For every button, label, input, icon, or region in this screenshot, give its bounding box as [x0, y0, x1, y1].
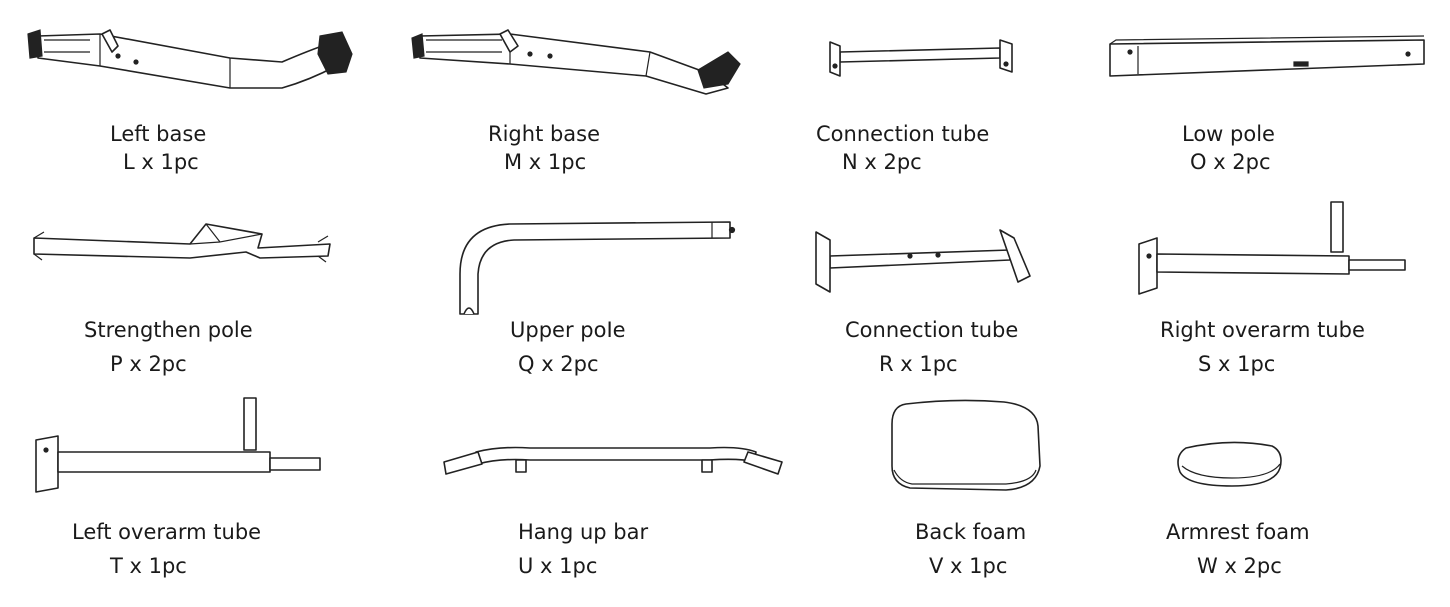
strengthen-pole-icon [30, 214, 340, 274]
part-quantity: S x 1pc [1198, 352, 1276, 376]
connection-tube-wide-icon [810, 226, 1040, 296]
part-name: Armrest foam [1166, 520, 1310, 544]
part-name: Hang up bar [518, 520, 649, 544]
part-left-overarm-tube: Left overarm tube T x 1pc [0, 390, 360, 600]
part-quantity: R x 1pc [879, 352, 958, 376]
part-name: Upper poIe [510, 318, 626, 342]
connection-tube-icon [820, 28, 1030, 88]
part-quantity: L x 1pc [123, 150, 199, 174]
part-name: Back foam [915, 520, 1027, 544]
part-left-base: Left base L x 1pc [0, 0, 360, 190]
part-quantity: W x 2pc [1197, 554, 1282, 578]
part-name: Connection tube [816, 122, 990, 146]
part-armrest-foam: Armrest foam W x 2pc [1140, 390, 1440, 600]
right-overarm-tube-icon [1135, 200, 1415, 300]
part-name: Low pole [1182, 122, 1275, 146]
part-quantity: P x 2pc [110, 352, 187, 376]
part-right-base: Right base M x 1pc [380, 0, 740, 190]
low-pole-icon [1108, 36, 1428, 86]
part-right-overarm-tube: Right overarm tube S x 1pc [1120, 200, 1440, 380]
part-quantity: M x 1pc [504, 150, 587, 174]
part-quantity: O x 2pc [1190, 150, 1271, 174]
right-base-icon [410, 22, 750, 102]
hang-up-bar-icon [440, 440, 790, 490]
left-base-icon [20, 22, 360, 102]
part-name: Right overarm tube [1160, 318, 1365, 342]
part-quantity: T x 1pc [110, 554, 187, 578]
upper-pole-icon [450, 214, 760, 324]
part-quantity: N x 2pc [842, 150, 922, 174]
part-upper-pole: Upper poIe Q x 2pc [420, 200, 780, 380]
part-strengthen-pole: Strengthen pole P x 2pc [0, 200, 360, 380]
part-quantity: Q x 2pc [518, 352, 599, 376]
part-quantity: V x 1pc [929, 554, 1008, 578]
part-quantity: U x 1pc [518, 554, 598, 578]
back-foam-icon [886, 396, 1046, 496]
part-back-foam: Back foam V x 1pc [850, 390, 1100, 600]
part-name: Left base [110, 122, 207, 146]
armrest-foam-icon [1176, 440, 1286, 490]
left-overarm-tube-icon [30, 396, 330, 496]
part-connection-tube-n: Connection tube N x 2pc [790, 0, 1050, 190]
part-low-pole: Low pole O x 2pc [1100, 0, 1440, 190]
part-name: Connection tube [845, 318, 1019, 342]
part-connection-tube-r: Connection tube R x 1pc [800, 200, 1060, 380]
part-name: Left overarm tube [72, 520, 262, 544]
part-hang-up-bar: Hang up bar U x 1pc [420, 390, 800, 600]
part-name: Right base [488, 122, 601, 146]
part-name: Strengthen pole [84, 318, 253, 342]
